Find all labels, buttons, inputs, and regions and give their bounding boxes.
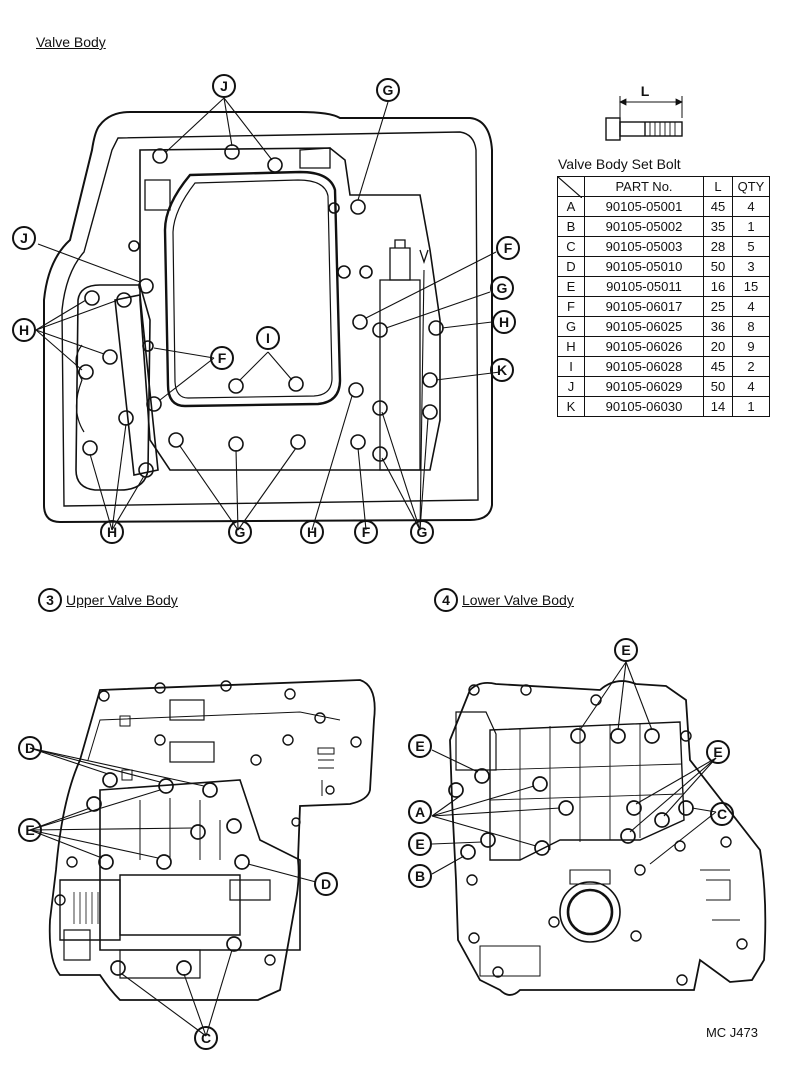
callout-H-bottom-left: H (100, 520, 124, 544)
lower-valve-body-leaders (431, 661, 717, 875)
svg-text:I: I (266, 330, 270, 346)
svg-text:G: G (497, 280, 508, 296)
svg-text:E: E (621, 642, 630, 658)
callout-C-upper: C (194, 1026, 218, 1050)
valve-body-title: Valve Body (36, 34, 106, 50)
svg-text:D: D (321, 876, 331, 892)
svg-text:A: A (415, 804, 425, 820)
svg-text:B: B (415, 868, 425, 884)
svg-text:H: H (19, 322, 29, 338)
callout-J-left: J (12, 226, 36, 250)
upper-valve-body (29, 679, 376, 1037)
valve-body-assembly (35, 97, 501, 531)
callout-G-right: G (490, 276, 514, 300)
svg-text:E: E (415, 836, 424, 852)
callout-A-lower: A (408, 800, 432, 824)
callout-E-lower-top: E (614, 638, 638, 662)
svg-text:K: K (497, 362, 507, 378)
svg-text:J: J (20, 230, 28, 246)
set-bolt-drawing (605, 96, 683, 141)
upper-valve-body-bolts (86, 772, 250, 976)
svg-text:H: H (307, 524, 317, 540)
header-part-no: PART No. (584, 176, 704, 197)
callout-D-upper-left: D (18, 736, 42, 760)
svg-text:E: E (25, 822, 34, 838)
figure-code: MC J473 (705, 1025, 758, 1040)
callout-J-top: J (212, 74, 236, 98)
callout-G-top: G (376, 78, 400, 102)
svg-text:E: E (713, 744, 722, 760)
callout-G-bottom: G (228, 520, 252, 544)
callout-K: K (490, 358, 514, 382)
svg-text:F: F (218, 350, 227, 366)
callout-F-bottom: F (354, 520, 378, 544)
lower-valve-body (431, 661, 767, 996)
svg-text:D: D (25, 740, 35, 756)
svg-text:F: F (362, 524, 371, 540)
svg-text:J: J (220, 78, 228, 94)
callout-H-bottom: H (300, 520, 324, 544)
callout-F-center: F (210, 346, 234, 370)
callout-H-right: H (492, 310, 516, 334)
svg-text:E: E (415, 738, 424, 754)
step-4-badge: 4 (434, 588, 458, 612)
callout-I: I (256, 326, 280, 350)
svg-text:F: F (504, 240, 513, 256)
svg-text:G: G (417, 524, 428, 540)
svg-text:H: H (499, 314, 509, 330)
callout-E-upper-left: E (18, 818, 42, 842)
callout-H-left: H (12, 318, 36, 342)
callout-D-upper-right: D (314, 872, 338, 896)
svg-text:G: G (383, 82, 394, 98)
header-qty: QTY (732, 176, 770, 197)
bolt-length-label: L (641, 83, 650, 99)
svg-text:G: G (235, 524, 246, 540)
callout-E-lower-right: E (706, 740, 730, 764)
callout-G-bottom-right: G (410, 520, 434, 544)
header-corner (557, 176, 585, 198)
callout-E-lower-left-2: E (408, 832, 432, 856)
lower-valve-body-holes (466, 684, 748, 986)
upper-valve-body-holes (54, 680, 362, 966)
svg-text:C: C (201, 1030, 211, 1046)
valve-body-leaders (35, 97, 501, 531)
bolt-table-header: PART No. L QTY (557, 176, 770, 198)
bolt-table-caption: Valve Body Set Bolt (558, 156, 681, 172)
header-length: L (703, 176, 733, 197)
svg-text:C: C (717, 806, 727, 822)
callout-F-right-top: F (496, 236, 520, 260)
svg-text:H: H (107, 524, 117, 540)
callout-E-lower-left: E (408, 734, 432, 758)
callout-C-lower: C (710, 802, 734, 826)
step-3-badge: 3 (38, 588, 62, 612)
callout-B-lower: B (408, 864, 432, 888)
